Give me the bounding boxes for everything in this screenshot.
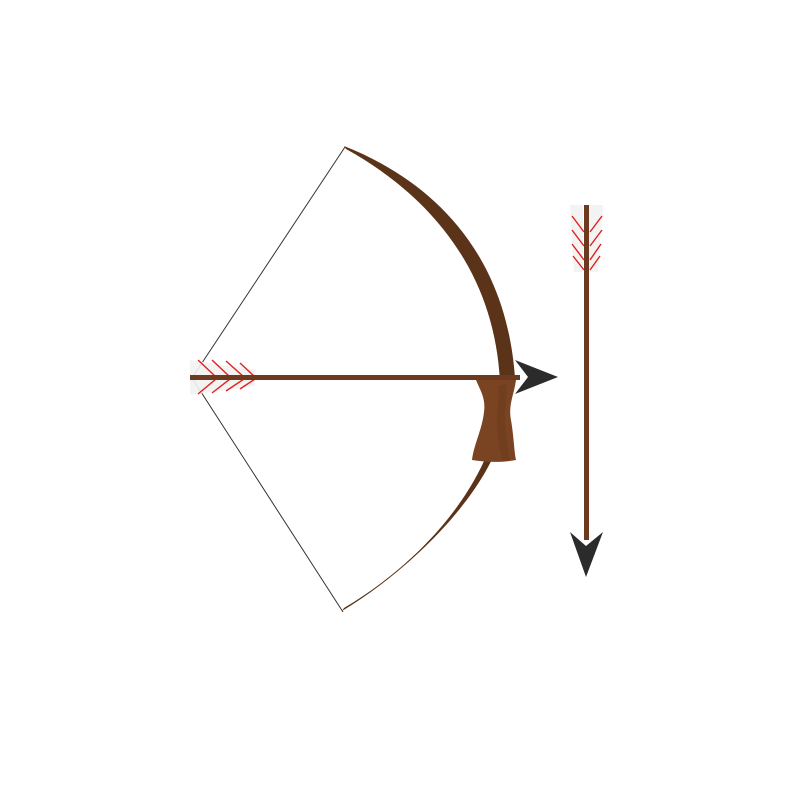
- nocked-arrow-fletching: [190, 359, 256, 395]
- nocked-arrow-shaft: [190, 375, 520, 380]
- bow-upper-limb: [344, 146, 515, 382]
- bow-lower-limb: [342, 440, 500, 611]
- bow-icon: [191, 146, 516, 613]
- standalone-arrow-shaft: [584, 205, 589, 540]
- nocked-arrowhead: [515, 360, 558, 394]
- standalone-arrowhead: [570, 532, 603, 577]
- arrow-right-icon: [190, 359, 558, 395]
- bow-grip-shade: [496, 384, 510, 460]
- arrow-down-icon: [570, 205, 603, 577]
- standalone-arrow-fletching: [570, 205, 603, 272]
- bow-grip: [472, 380, 516, 462]
